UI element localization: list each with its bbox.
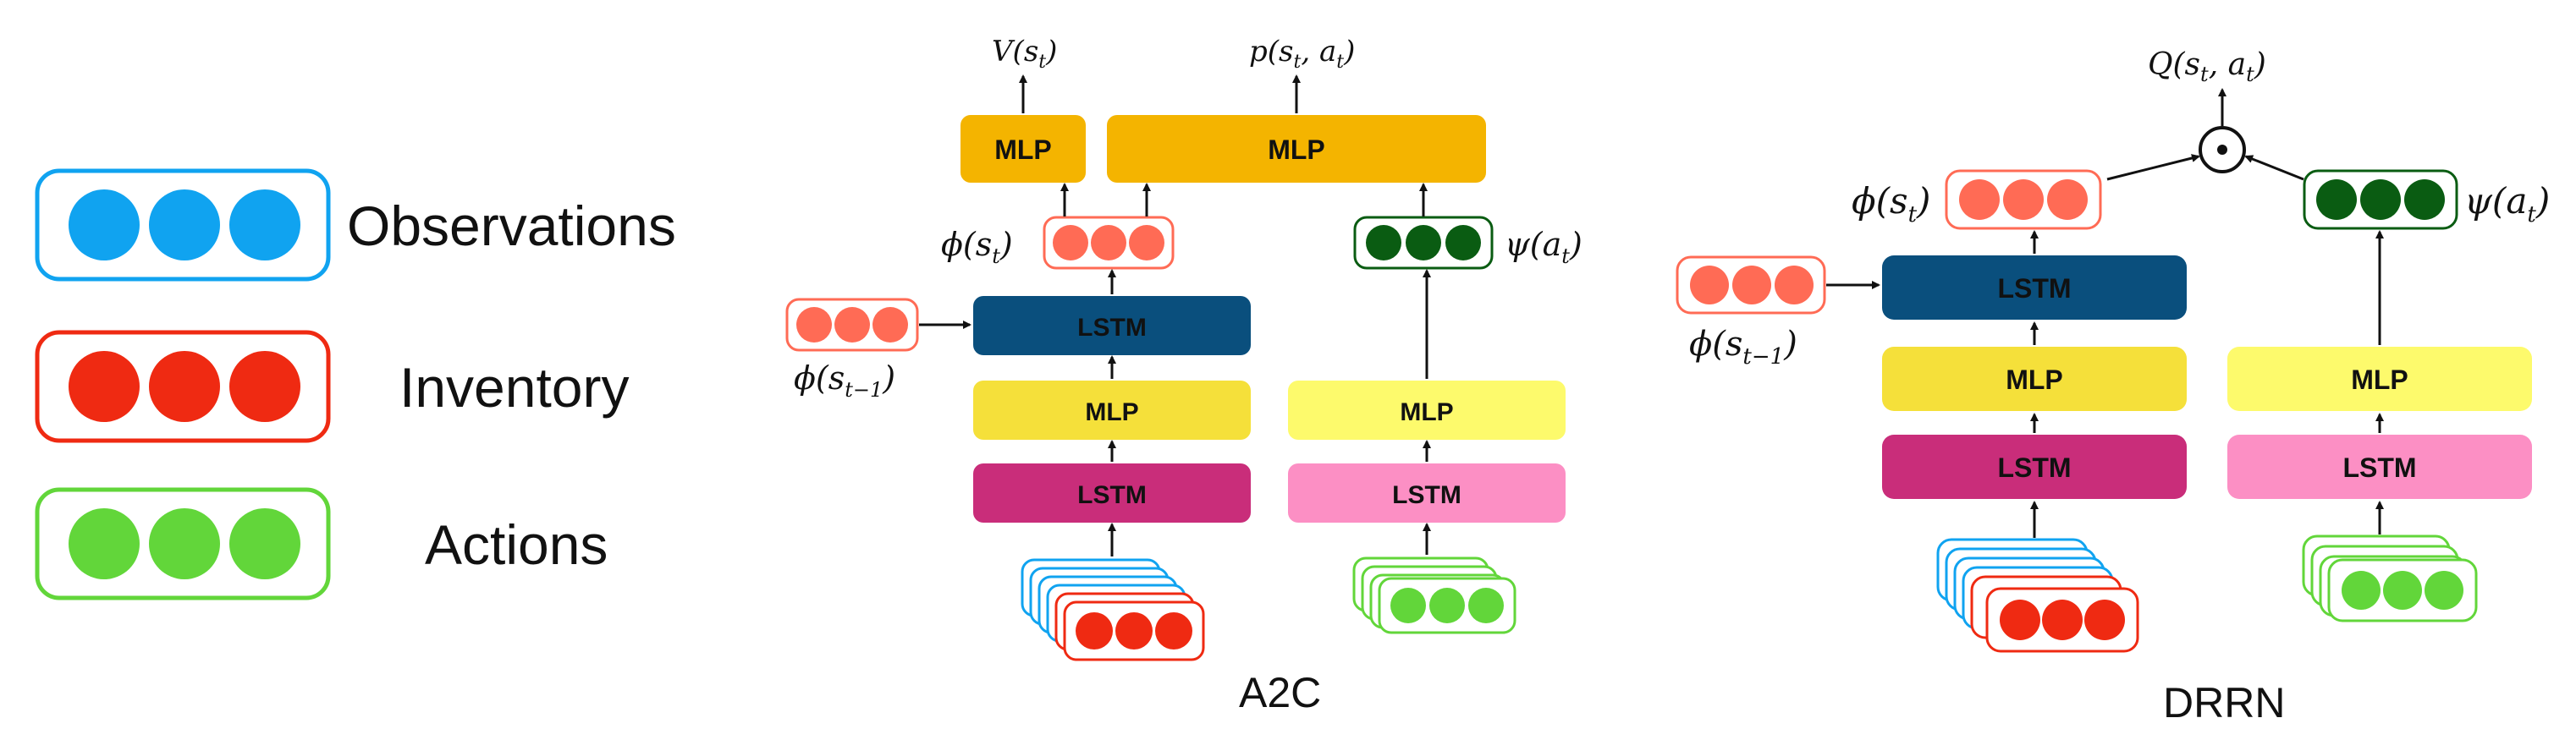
inventory-unit: [1076, 612, 1113, 650]
embedding-unit: [1091, 225, 1126, 260]
a2c-action-stack: [1352, 556, 1516, 634]
drrn-action-mlp-label: MLP: [2351, 364, 2408, 395]
embedding-unit: [1366, 225, 1401, 260]
action-unit: [149, 508, 220, 579]
embedding-unit: [872, 307, 908, 343]
action-unit: [2425, 571, 2463, 610]
embedding-unit: [1959, 179, 2000, 220]
a2c-state-lstm-block: [973, 463, 1251, 523]
action-unit: [1429, 588, 1465, 623]
embedding-unit: [1690, 266, 1729, 304]
action-unit: [1468, 588, 1504, 623]
drrn-q-output-label: Q(st, at): [2148, 47, 2266, 86]
drrn-state-mlp-label: MLP: [2006, 364, 2063, 395]
embedding-unit: [1775, 266, 1814, 304]
embedding-unit: [2316, 179, 2357, 220]
drrn-action-lstm-label: LSTM: [2342, 452, 2416, 483]
inventory-unit: [149, 351, 220, 422]
drrn-action-stack: [2302, 534, 2478, 622]
observation-unit: [149, 189, 220, 260]
arrow: [2244, 155, 2304, 181]
a2c-state-mlp-label: MLP: [1085, 398, 1138, 426]
drrn-recurrent-lstm-label: LSTM: [1997, 273, 2071, 304]
embedding-unit: [2360, 179, 2401, 220]
inventory-unit: [229, 351, 300, 422]
action-unit: [229, 508, 300, 579]
drrn-action-mlp-block: [2227, 347, 2532, 411]
inventory-unit: [1115, 612, 1153, 650]
legend-inventory: Inventory: [35, 330, 629, 443]
inventory-unit: [69, 351, 140, 422]
embedding-unit: [1732, 266, 1771, 304]
legend-actions-label: Actions: [425, 513, 608, 576]
a2c-state-lstm-label: LSTM: [1077, 481, 1147, 509]
legend-observations-label: Observations: [347, 195, 676, 257]
drrn-psi-at-label: ψ(at): [2464, 180, 2550, 227]
dot-product-icon: [2217, 145, 2227, 155]
a2c-phi-prev-label: ϕ(st−1): [794, 359, 895, 402]
a2c-policy-mlp-block: [1107, 115, 1486, 183]
arrow: [2106, 154, 2200, 181]
a2c-recurrent-lstm-label: LSTM: [1077, 314, 1147, 342]
a2c-arrows: [919, 74, 1431, 556]
action-unit: [2383, 571, 2422, 610]
observation-unit: [229, 189, 300, 260]
a2c-state-mlp-block: [973, 381, 1251, 440]
a2c-value-output-label: V(st): [992, 35, 1057, 73]
a2c-phi-st-label: ϕ(st): [941, 226, 1013, 268]
drrn-phi-st-label: ϕ(st): [1852, 180, 1930, 227]
inventory-unit: [2000, 600, 2040, 640]
embedding-unit: [834, 307, 870, 343]
a2c-value-mlp-label: MLP: [994, 134, 1052, 165]
inventory-unit: [2084, 600, 2125, 640]
a2c-diagram: V(st) p(st, at) MLP MLP ϕ(st) ψ(at) LSTM…: [785, 35, 1582, 716]
a2c-psi-at-label: ψ(at): [1505, 226, 1582, 268]
legend-actions: Actions: [35, 487, 608, 600]
drrn-recurrent-lstm-block: [1882, 255, 2187, 320]
legend: Observations Inventory Actions: [35, 168, 676, 600]
a2c-recurrent-lstm-block: [973, 296, 1251, 355]
legend-observations: Observations: [35, 168, 676, 282]
drrn-action-lstm-block: [2227, 435, 2532, 499]
drrn-title: DRRN: [2163, 679, 2285, 726]
embedding-unit: [2003, 179, 2044, 220]
action-unit: [2342, 571, 2381, 610]
embedding-unit: [796, 307, 832, 343]
embedding-unit: [1445, 225, 1481, 260]
a2c-action-lstm-block: [1288, 463, 1566, 523]
embedding-unit: [2404, 179, 2445, 220]
a2c-action-mlp-label: MLP: [1400, 398, 1453, 426]
drrn-state-lstm-block: [1882, 435, 2187, 499]
embedding-unit: [1406, 225, 1441, 260]
embedding-unit: [1129, 225, 1164, 260]
legend-inventory-label: Inventory: [399, 356, 629, 419]
a2c-observation-inventory-stack: [1021, 558, 1205, 661]
embedding-unit: [1053, 225, 1088, 260]
drrn-observation-inventory-stack: [1936, 538, 2139, 653]
drrn-state-mlp-block: [1882, 347, 2187, 411]
embedding-unit: [2047, 179, 2088, 220]
action-unit: [69, 508, 140, 579]
action-unit: [1390, 588, 1426, 623]
a2c-policy-mlp-label: MLP: [1268, 134, 1325, 165]
inventory-unit: [2042, 600, 2083, 640]
drrn-state-lstm-label: LSTM: [1997, 452, 2071, 483]
inventory-unit: [1155, 612, 1192, 650]
drrn-diagram: Q(st, at) ϕ(st) ψ(at) LSTM ϕ(st−1) MLP L…: [1676, 47, 2550, 726]
observation-unit: [69, 189, 140, 260]
a2c-value-mlp-block: [960, 115, 1086, 183]
drrn-arrows: [1826, 88, 2384, 538]
a2c-action-lstm-label: LSTM: [1392, 481, 1461, 509]
a2c-action-mlp-block: [1288, 381, 1566, 440]
a2c-title: A2C: [1239, 669, 1321, 716]
a2c-policy-output-label: p(st, at): [1249, 35, 1355, 73]
drrn-phi-prev-label: ϕ(st−1): [1689, 325, 1797, 370]
